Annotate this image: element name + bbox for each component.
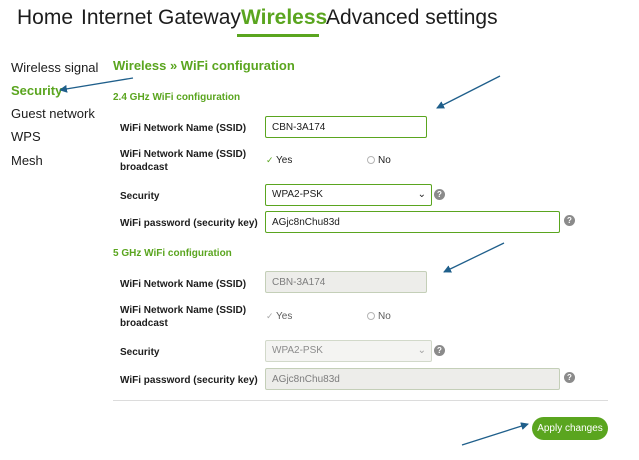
annotation-arrow-apply bbox=[461, 422, 529, 446]
chevron-down-icon: ⌄ bbox=[417, 345, 426, 356]
help-icon[interactable]: ? bbox=[564, 215, 575, 226]
broadcast-label-5ghz: WiFi Network Name (SSID) broadcast bbox=[120, 304, 246, 330]
divider bbox=[113, 400, 608, 401]
page-title: Wireless » WiFi configuration bbox=[113, 58, 295, 73]
checkmark-icon: ✓ bbox=[266, 311, 274, 321]
tab-home[interactable]: Home bbox=[17, 6, 74, 29]
password-label-5ghz: WiFi password (security key) bbox=[120, 375, 258, 386]
security-label-5ghz: Security bbox=[120, 347, 160, 358]
ssid-input-5ghz bbox=[265, 271, 427, 293]
security-select-5ghz: WPA2-PSK ⌄ bbox=[265, 340, 432, 362]
broadcast-yes-radio-5ghz: ✓Yes bbox=[266, 311, 292, 322]
section-heading-24ghz: 2.4 GHz WiFi configuration bbox=[113, 92, 241, 103]
broadcast-label-line2: broadcast bbox=[120, 318, 168, 329]
help-icon[interactable]: ? bbox=[564, 372, 575, 383]
sidebar-item-wireless-signal[interactable]: Wireless signal bbox=[11, 60, 99, 75]
tab-gateway[interactable]: Gateway bbox=[158, 6, 241, 29]
chevron-down-icon: ⌄ bbox=[417, 189, 426, 200]
ssid-label-5ghz: WiFi Network Name (SSID) bbox=[120, 279, 247, 290]
password-label-24ghz: WiFi password (security key) bbox=[120, 218, 258, 229]
ssid-label-24ghz: WiFi Network Name (SSID) bbox=[120, 123, 247, 134]
radio-circle-icon bbox=[367, 312, 375, 320]
tab-wireless[interactable]: Wireless bbox=[241, 6, 328, 29]
broadcast-no-radio-24ghz[interactable]: No bbox=[367, 155, 391, 166]
broadcast-label-24ghz: WiFi Network Name (SSID) broadcast bbox=[120, 148, 246, 174]
help-icon[interactable]: ? bbox=[434, 189, 445, 200]
top-nav: Home Internet Gateway Wireless Advanced … bbox=[0, 0, 639, 40]
broadcast-label-line1: WiFi Network Name (SSID) bbox=[120, 149, 247, 160]
broadcast-yes-radio-24ghz[interactable]: ✓Yes bbox=[266, 155, 292, 166]
tab-internet[interactable]: Internet bbox=[81, 6, 153, 29]
password-input-5ghz bbox=[265, 368, 560, 390]
tab-advanced-settings[interactable]: Advanced settings bbox=[326, 6, 498, 29]
annotation-arrow-24ghz bbox=[436, 75, 501, 109]
annotation-arrow-5ghz bbox=[443, 242, 505, 273]
radio-label-no: No bbox=[378, 311, 391, 322]
section-heading-5ghz: 5 GHz WiFi configuration bbox=[113, 248, 232, 259]
checkmark-icon: ✓ bbox=[266, 155, 274, 165]
security-select-value: WPA2-PSK bbox=[272, 345, 323, 356]
active-tab-underline bbox=[237, 34, 319, 37]
sidebar-item-guest-network[interactable]: Guest network bbox=[11, 106, 95, 121]
radio-label-yes: Yes bbox=[276, 311, 293, 322]
broadcast-label-line2: broadcast bbox=[120, 162, 168, 173]
radio-label-yes: Yes bbox=[276, 155, 293, 166]
security-label-24ghz: Security bbox=[120, 191, 160, 202]
sidebar-item-security[interactable]: Security bbox=[11, 83, 63, 98]
annotation-arrow-security bbox=[59, 77, 134, 93]
help-icon[interactable]: ? bbox=[434, 345, 445, 356]
radio-label-no: No bbox=[378, 155, 391, 166]
ssid-input-24ghz[interactable] bbox=[265, 116, 427, 138]
password-input-24ghz[interactable] bbox=[265, 211, 560, 233]
broadcast-no-radio-5ghz: No bbox=[367, 311, 391, 322]
sidebar-item-wps[interactable]: WPS bbox=[11, 129, 41, 144]
apply-changes-button[interactable]: Apply changes bbox=[532, 417, 608, 440]
security-select-24ghz[interactable]: WPA2-PSK ⌄ bbox=[265, 184, 432, 206]
sidebar-item-mesh[interactable]: Mesh bbox=[11, 153, 43, 168]
radio-circle-icon bbox=[367, 156, 375, 164]
broadcast-label-line1: WiFi Network Name (SSID) bbox=[120, 305, 247, 316]
security-select-value: WPA2-PSK bbox=[272, 189, 323, 200]
